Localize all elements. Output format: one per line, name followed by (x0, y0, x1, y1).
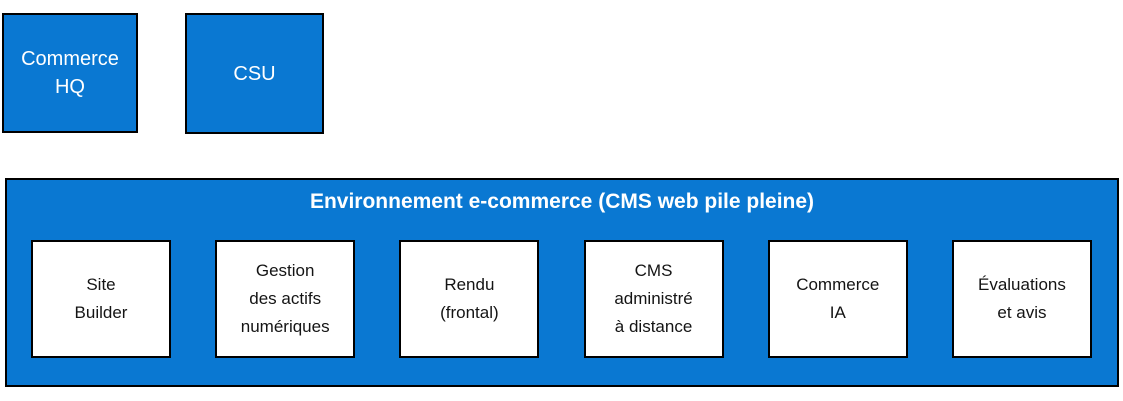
module-site-builder: Site Builder (31, 240, 171, 358)
module-row: Site Builder Gestion des actifs numériqu… (7, 240, 1117, 358)
node-csu: CSU (185, 13, 324, 134)
node-commerce-hq-label: Commerce HQ (21, 48, 119, 98)
environment-title: Environnement e-commerce (CMS web pile p… (309, 190, 815, 213)
module-label: Site Builder (74, 275, 128, 322)
module-cms-administre-a-distance: CMS administré à distance (583, 240, 724, 358)
module-label: CMS administré à distance (614, 261, 693, 336)
module-label: Gestion des actifs numériques (240, 261, 330, 336)
node-csu-label: CSU (233, 62, 276, 85)
module-label: Évaluations et avis (977, 275, 1066, 322)
module-gestion-actifs-numeriques: Gestion des actifs numériques (215, 240, 356, 358)
module-label: Commerce IA (796, 275, 880, 322)
module-rendu-frontal: Rendu (frontal) (399, 240, 540, 358)
node-commerce-hq: Commerce HQ (2, 13, 138, 133)
module-label: Rendu (frontal) (440, 275, 499, 322)
module-commerce-ia: Commerce IA (767, 240, 908, 358)
ecommerce-environment-container: Environnement e-commerce (CMS web pile p… (5, 178, 1119, 387)
module-evaluations-et-avis: Évaluations et avis (951, 240, 1092, 358)
